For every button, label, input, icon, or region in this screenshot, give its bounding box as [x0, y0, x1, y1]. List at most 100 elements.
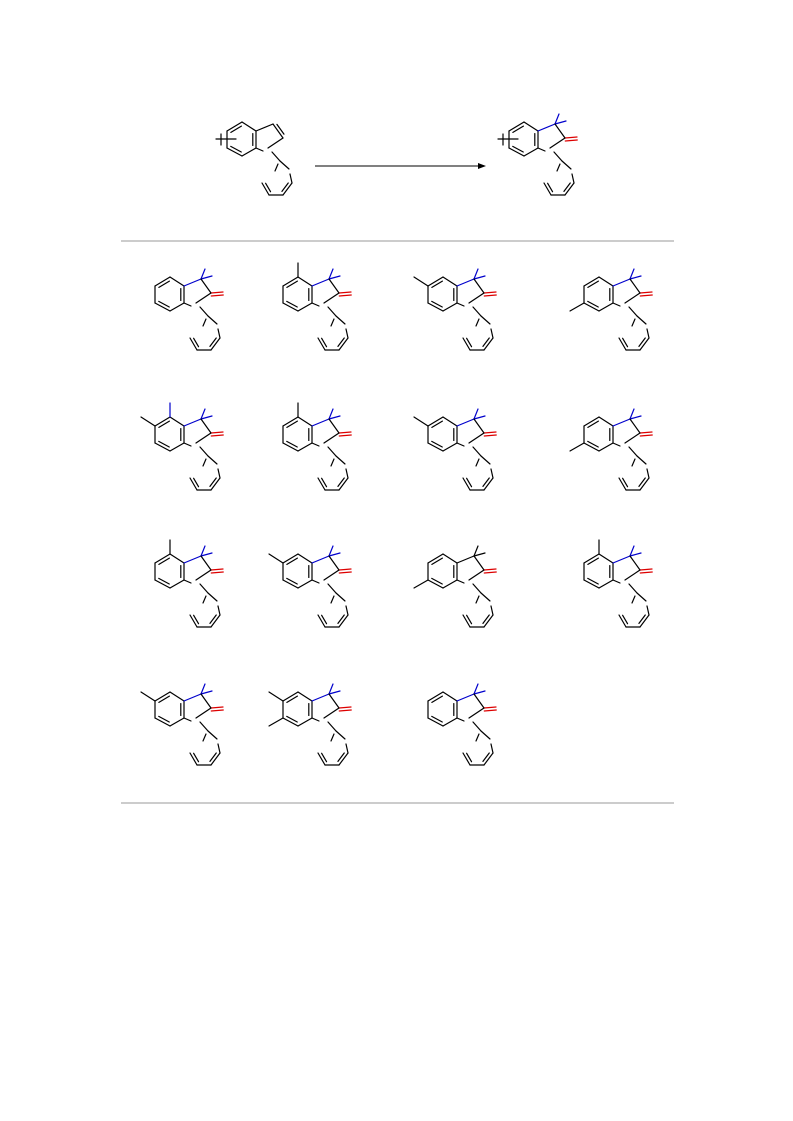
aryl-bond: [335, 315, 346, 325]
aryl-double-bond: [638, 477, 646, 487]
aryl-double-bond: [475, 733, 480, 742]
c7a-n1-bond: [183, 717, 192, 722]
aryl-bond: [317, 614, 326, 628]
product-structure: [413, 268, 497, 351]
reaction-arrow-head: [478, 163, 486, 169]
aryl-double-bond: [209, 752, 217, 763]
reaction-row: [215, 113, 578, 196]
c7a-n1-bond: [456, 442, 465, 447]
c5-methyl-bond: [268, 691, 284, 702]
benzene-double-bond: [286, 440, 298, 448]
aryl-bond: [490, 743, 494, 754]
benzene-bond: [169, 553, 185, 564]
c2-n1-bond: [195, 707, 212, 719]
aryl-bond: [345, 328, 349, 339]
c7a-n1-bond: [612, 302, 621, 307]
benzene-double-bond: [286, 280, 298, 288]
carbonyl-double-bond: [210, 434, 224, 437]
aryl-double-bond: [482, 337, 490, 347]
product-structure: [268, 683, 352, 766]
aryl-bond: [462, 614, 471, 628]
benzene-bond: [282, 302, 299, 312]
product-structure: [154, 539, 224, 628]
aryl-bond: [282, 182, 293, 196]
benzene-double-bond: [587, 440, 599, 448]
product-structure: [140, 402, 224, 491]
c7a-n1-bond: [612, 579, 621, 584]
benzene-double-bond: [286, 577, 298, 585]
c3-c2-bond: [629, 418, 641, 434]
n-aryl-bond: [628, 306, 638, 317]
c7a-n1-bond: [456, 717, 465, 722]
carbonyl-bond: [338, 291, 352, 294]
benzene-bond: [583, 416, 600, 427]
aryl-bond: [561, 160, 572, 170]
benzene-double-bond: [158, 420, 170, 428]
aryl-double-bond: [321, 752, 328, 763]
benzene-double-bond: [431, 300, 443, 308]
product-structure: [497, 113, 578, 196]
carbonyl-double-bond: [639, 571, 653, 574]
carbonyl-double-bond: [639, 294, 653, 297]
benzene-bond: [282, 553, 299, 564]
benzene-double-bond: [431, 440, 443, 448]
c3-c2-bond: [200, 555, 212, 571]
benzene-double-bond: [158, 280, 170, 288]
carbonyl-double-bond: [338, 294, 352, 297]
c3-methyl-bond: [629, 545, 635, 557]
c3-methyl-bond: [200, 690, 213, 695]
aryl-bond: [483, 337, 494, 351]
c3-methyl-bond: [200, 683, 206, 695]
aryl-bond: [639, 614, 650, 628]
aryl-double-bond: [337, 337, 345, 347]
aryl-double-bond: [337, 614, 345, 625]
c6-methyl-bond: [569, 442, 585, 452]
carbonyl-double-bond: [210, 571, 224, 574]
benzene-bond: [169, 442, 185, 452]
carbonyl-bond: [639, 431, 653, 434]
aryl-double-bond: [466, 477, 473, 488]
aryl-double-bond: [330, 318, 335, 327]
c7a-n1-bond: [311, 579, 320, 584]
product-structure: [282, 262, 352, 351]
c2-n1-bond: [549, 137, 566, 149]
aryl-double-bond: [482, 752, 490, 763]
aryl-double-bond: [638, 337, 646, 347]
n-aryl-bond: [271, 151, 281, 162]
c7a-n1-bond: [255, 147, 264, 152]
benzene-bond: [169, 579, 185, 589]
benzene-bond: [297, 579, 313, 589]
c3-methyl-bond: [200, 408, 206, 420]
aryl-double-bond: [321, 337, 328, 348]
benzene-double-bond: [431, 557, 443, 565]
product-structure: [427, 683, 497, 766]
c3-c2-bond: [328, 555, 340, 571]
c7a-n1-bond: [612, 442, 621, 447]
aryl-bond: [338, 337, 349, 351]
carbonyl-bond: [483, 431, 497, 434]
product-structure: [282, 402, 352, 491]
benzene-double-bond: [512, 125, 524, 133]
c3-methyl-bond: [629, 275, 642, 280]
benzene-bond: [598, 276, 614, 287]
aryl-double-bond: [202, 458, 207, 467]
benzene-double-bond: [286, 715, 298, 723]
aryl-bond: [207, 315, 218, 325]
aryl-double-bond: [193, 614, 200, 625]
c3-c2-bond: [200, 693, 212, 709]
aryl-double-bond: [202, 595, 207, 604]
aryl-bond: [480, 455, 491, 465]
n-aryl-bond: [327, 306, 337, 317]
c3-methyl-bond: [473, 545, 479, 557]
c3-methyl-bond: [328, 415, 341, 420]
aryl-double-bond: [209, 477, 217, 487]
benzene-bond: [169, 691, 185, 702]
benzene-double-bond: [158, 695, 170, 703]
aryl-double-bond: [482, 477, 490, 487]
benzene-double-bond: [158, 300, 170, 308]
c3-methyl-bond: [200, 552, 213, 557]
c5-methyl-bond: [413, 276, 429, 287]
aryl-bond: [210, 477, 221, 491]
benzene-double-bond: [286, 420, 298, 428]
c2-n1-bond: [624, 292, 641, 304]
